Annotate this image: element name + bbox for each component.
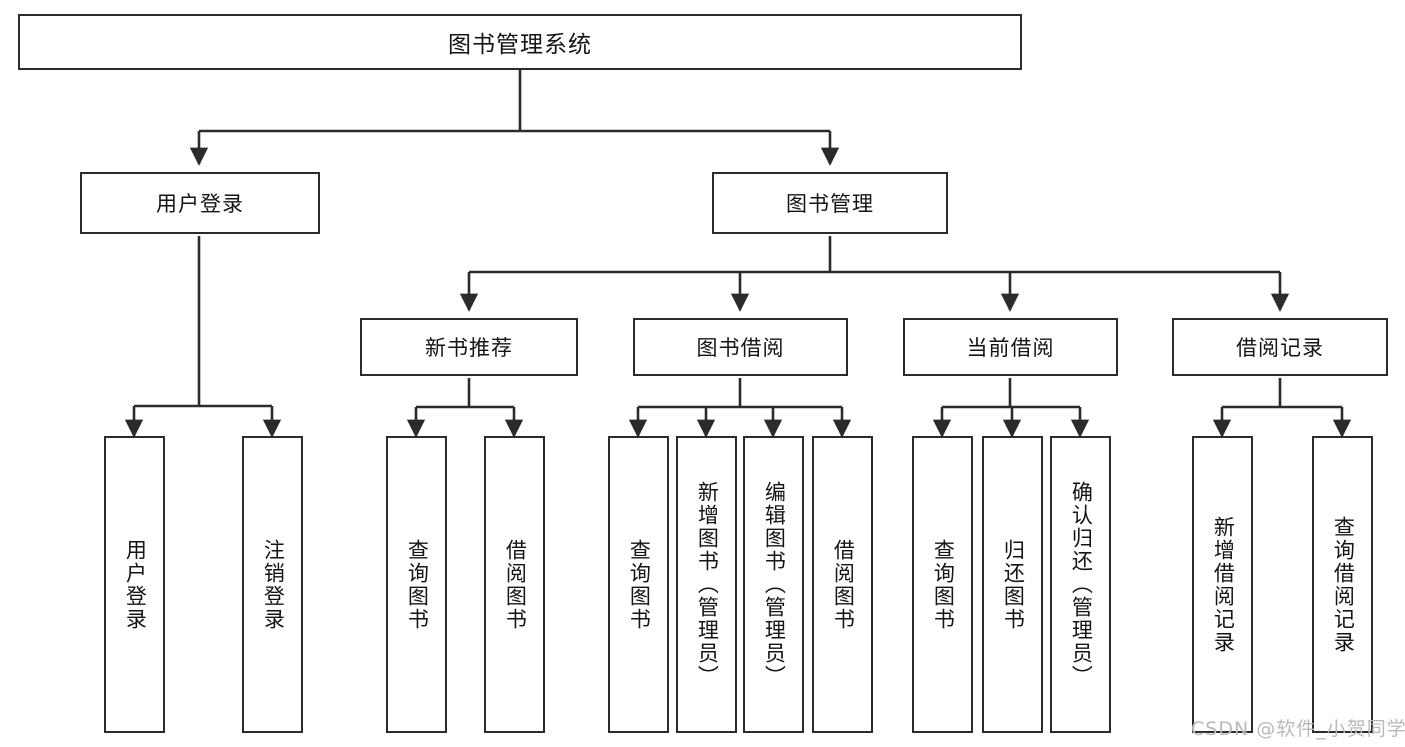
node-book-management[interactable]: 图书管理 — [712, 172, 948, 234]
node-root-book-management-system[interactable]: 图书管理系统 — [18, 14, 1022, 70]
leaf-logout[interactable]: 注销登录 — [242, 436, 303, 733]
node-label: 新增图书（管理员） — [695, 481, 720, 688]
csdn-watermark: CSDN @软件_小贺同学 — [1191, 718, 1405, 740]
node-label: 借阅图书 — [831, 538, 856, 631]
node-label: 用户登录 — [156, 192, 244, 216]
node-label: 查询借阅记录 — [1331, 515, 1356, 654]
node-current-borrow[interactable]: 当前借阅 — [903, 318, 1118, 376]
leaf-query-book-borrow[interactable]: 查询图书 — [608, 436, 669, 733]
node-label: 确认归还（管理员） — [1069, 481, 1094, 688]
node-label: 借阅记录 — [1236, 336, 1324, 360]
leaf-add-book-admin[interactable]: 新增图书（管理员） — [676, 436, 737, 733]
leaf-borrow-book[interactable]: 借阅图书 — [812, 436, 873, 733]
node-label: 借阅图书 — [503, 538, 528, 631]
leaf-add-borrow-record[interactable]: 新增借阅记录 — [1192, 436, 1253, 733]
node-label: 注销登录 — [261, 538, 286, 631]
node-label: 查询图书 — [405, 538, 430, 631]
node-label: 编辑图书（管理员） — [762, 481, 787, 688]
node-new-book-recommend[interactable]: 新书推荐 — [360, 318, 578, 376]
leaf-edit-book-admin[interactable]: 编辑图书（管理员） — [743, 436, 804, 733]
leaf-confirm-return-admin[interactable]: 确认归还（管理员） — [1050, 436, 1111, 733]
node-book-borrow[interactable]: 图书借阅 — [633, 318, 848, 376]
node-borrow-record[interactable]: 借阅记录 — [1172, 318, 1388, 376]
leaf-query-book-recommend[interactable]: 查询图书 — [386, 436, 447, 733]
node-label: 新书推荐 — [425, 336, 513, 360]
leaf-return-book[interactable]: 归还图书 — [982, 436, 1043, 733]
leaf-query-borrow-record[interactable]: 查询借阅记录 — [1312, 436, 1373, 733]
leaf-borrow-book-recommend[interactable]: 借阅图书 — [484, 436, 545, 733]
node-label: 图书管理系统 — [448, 32, 592, 58]
node-label: 新增借阅记录 — [1211, 515, 1236, 654]
node-label: 归还图书 — [1001, 538, 1026, 631]
leaf-query-book-current[interactable]: 查询图书 — [912, 436, 973, 733]
leaf-user-login[interactable]: 用户登录 — [104, 436, 165, 733]
node-label: 当前借阅 — [966, 336, 1055, 360]
node-label: 查询图书 — [931, 538, 956, 631]
node-label: 图书管理 — [786, 192, 874, 216]
node-label: 查询图书 — [627, 538, 652, 631]
node-user-login[interactable]: 用户登录 — [80, 172, 320, 234]
node-label: 用户登录 — [123, 538, 148, 631]
node-label: 图书借阅 — [696, 336, 785, 360]
